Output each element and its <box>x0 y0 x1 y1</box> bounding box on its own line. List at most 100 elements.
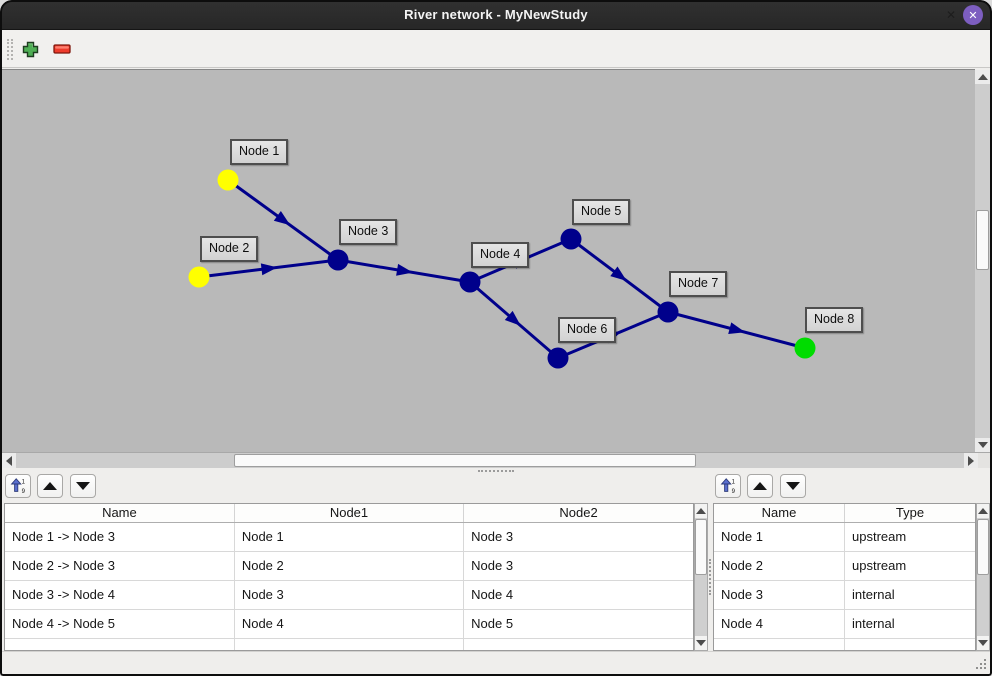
table-cell[interactable]: Node 4 <box>714 609 845 639</box>
table-cell[interactable] <box>844 638 975 650</box>
network-canvas[interactable]: Node 1 Node 2 Node 3 Node 4 Node 5 Node 6 Node… <box>2 69 975 452</box>
horizontal-scroll-thumb[interactable] <box>234 454 696 467</box>
table-cell[interactable]: Node 4 <box>234 609 465 639</box>
title-bar[interactable]: River network - MyNewStudy ✕ ✕ <box>0 0 992 30</box>
canvas-vertical-scrollbar[interactable] <box>975 70 990 452</box>
splitter-dots-icon <box>709 559 711 595</box>
network-node[interactable] <box>188 266 210 288</box>
scroll-down-arrow[interactable] <box>695 636 707 650</box>
nodes-move-up-button[interactable] <box>747 474 773 498</box>
column-header[interactable]: Node2 <box>463 504 693 523</box>
node-label[interactable]: Node 5 <box>572 199 631 225</box>
edge-arrow-icon <box>260 263 278 276</box>
svg-text:9: 9 <box>22 489 26 494</box>
column-header[interactable]: Name <box>5 504 235 523</box>
table-cell[interactable]: Node 3 -> Node 4 <box>5 580 235 610</box>
node-label[interactable]: Node 8 <box>805 307 864 333</box>
node-label[interactable]: Node 1 <box>230 139 289 165</box>
table-cell[interactable]: Node 4 <box>463 580 693 610</box>
table-row[interactable] <box>714 638 975 650</box>
table-cell[interactable]: Node 5 <box>463 609 693 639</box>
network-node[interactable] <box>217 169 239 191</box>
nodes-move-down-button[interactable] <box>780 474 806 498</box>
table-scroll-thumb[interactable] <box>695 519 707 575</box>
branches-table-scrollbar[interactable] <box>694 503 708 651</box>
table-cell[interactable]: internal <box>844 609 975 639</box>
table-cell[interactable]: Node 1 <box>234 522 465 552</box>
scroll-up-arrow[interactable] <box>695 504 707 518</box>
network-node[interactable] <box>657 301 679 323</box>
table-cell[interactable] <box>5 638 235 650</box>
sort-ascending-icon: 1 9 <box>720 478 736 494</box>
scroll-up-arrow[interactable] <box>975 70 990 84</box>
triangle-right-icon <box>968 455 974 466</box>
column-header[interactable]: Type <box>844 504 975 523</box>
node-label[interactable]: Node 6 <box>558 317 617 343</box>
scroll-down-arrow[interactable] <box>975 438 990 452</box>
network-node[interactable] <box>794 337 816 359</box>
branches-move-down-button[interactable] <box>70 474 96 498</box>
vertical-scroll-thumb[interactable] <box>976 210 989 270</box>
scroll-left-arrow[interactable] <box>2 453 16 468</box>
network-node[interactable] <box>459 271 481 293</box>
column-header[interactable]: Name <box>714 504 845 523</box>
table-scroll-thumb[interactable] <box>977 519 989 575</box>
node-label[interactable]: Node 4 <box>471 242 530 268</box>
table-cell[interactable] <box>463 638 693 650</box>
network-node[interactable] <box>327 249 349 271</box>
scroll-up-arrow[interactable] <box>977 504 989 518</box>
network-node[interactable] <box>547 347 569 369</box>
remove-node-button[interactable] <box>50 37 74 61</box>
table-cell[interactable]: Node 2 -> Node 3 <box>5 551 235 581</box>
table-cell[interactable]: upstream <box>844 551 975 581</box>
scroll-down-arrow[interactable] <box>977 636 989 650</box>
vertical-splitter[interactable] <box>707 503 713 651</box>
table-cell[interactable] <box>714 638 845 650</box>
table-cell[interactable]: Node 3 <box>463 551 693 581</box>
add-node-button[interactable] <box>18 37 42 61</box>
table-cell[interactable]: upstream <box>844 522 975 552</box>
table-cell[interactable]: Node 4 -> Node 5 <box>5 609 235 639</box>
node-label[interactable]: Node 7 <box>669 271 728 297</box>
horizontal-splitter[interactable] <box>0 468 992 474</box>
triangle-up-icon <box>696 508 706 514</box>
sort-ascending-icon: 1 9 <box>10 478 26 494</box>
table-cell[interactable]: internal <box>844 580 975 610</box>
resize-grip[interactable] <box>974 659 986 671</box>
node-label[interactable]: Node 3 <box>339 219 398 245</box>
nodes-sort-button[interactable]: 1 9 <box>715 474 741 498</box>
column-header[interactable]: Node1 <box>234 504 465 523</box>
table-cell[interactable]: Node 3 <box>463 522 693 552</box>
triangle-down-icon <box>696 640 706 646</box>
branches-move-up-button[interactable] <box>37 474 63 498</box>
network-node[interactable] <box>560 228 582 250</box>
splitter-dots-icon <box>478 470 514 472</box>
table-cell[interactable]: Node 2 <box>714 551 845 581</box>
table-cell[interactable]: Node 1 <box>714 522 845 552</box>
node-label[interactable]: Node 2 <box>200 236 259 262</box>
close-button[interactable]: ✕ <box>963 5 983 25</box>
table-cell[interactable]: Node 2 <box>234 551 465 581</box>
nodes-table-scrollbar[interactable] <box>976 503 990 651</box>
table-row[interactable] <box>5 638 693 650</box>
scroll-right-arrow[interactable] <box>964 453 978 468</box>
plus-icon <box>22 41 38 57</box>
table-cell[interactable]: Node 3 <box>714 580 845 610</box>
canvas-horizontal-scrollbar[interactable] <box>2 452 990 468</box>
table-cell[interactable]: Node 1 -> Node 3 <box>5 522 235 552</box>
table-cell[interactable] <box>234 638 465 650</box>
table-cell[interactable]: Node 3 <box>234 580 465 610</box>
minus-icon <box>53 44 71 54</box>
branches-sort-button[interactable]: 1 9 <box>5 474 31 498</box>
toolbar-drag-handle[interactable] <box>7 39 13 60</box>
